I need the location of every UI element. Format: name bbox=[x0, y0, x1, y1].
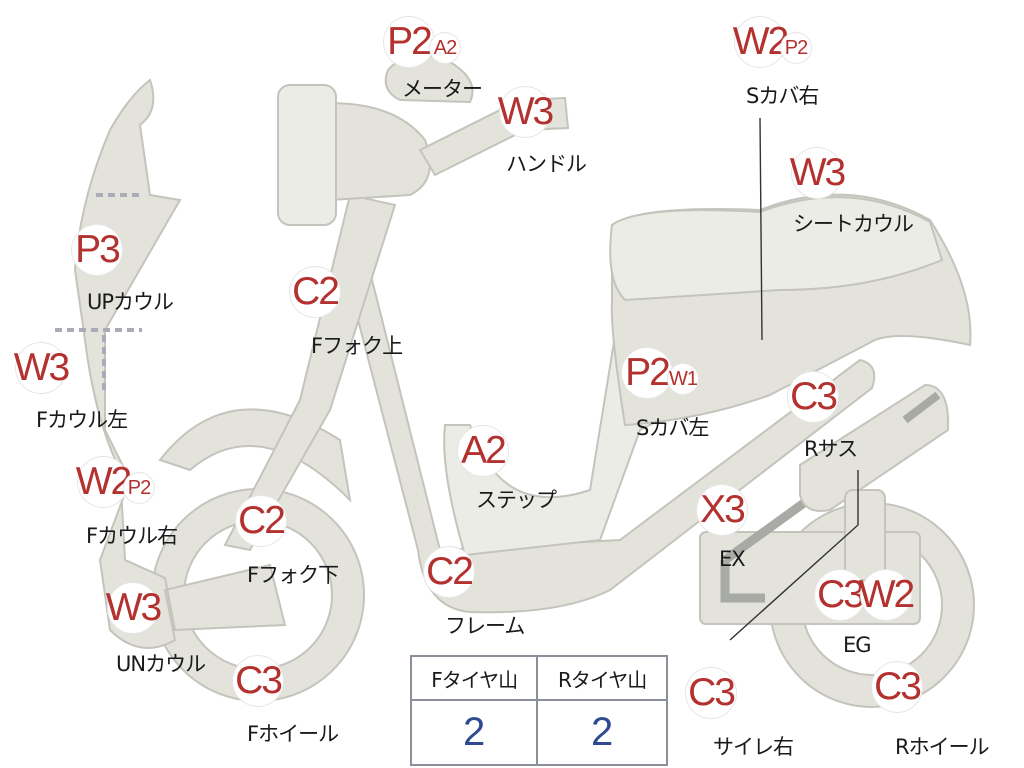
badge-r-wheel[interactable]: C3 bbox=[872, 662, 922, 712]
code-1: C2 bbox=[424, 547, 474, 597]
code-1: W3 bbox=[106, 583, 162, 633]
header-front-tire: Fタイヤ山 bbox=[409, 655, 539, 701]
code-1: W3 bbox=[498, 87, 554, 137]
code-1: W3 bbox=[790, 148, 846, 198]
badge-ex[interactable]: X3 bbox=[697, 485, 747, 535]
code-2: W2 bbox=[859, 570, 915, 620]
badge-step[interactable]: A2 bbox=[458, 426, 508, 476]
code-1: P2 bbox=[384, 17, 434, 67]
rear-grab-bar bbox=[902, 391, 941, 424]
front-fork-shape bbox=[223, 193, 397, 552]
code-2: P2 bbox=[124, 473, 154, 503]
label-r-wheel: Rホイール bbox=[895, 735, 990, 759]
leader-s-cover-r bbox=[759, 117, 763, 341]
seat-shape bbox=[609, 196, 944, 302]
label-eg: EG bbox=[843, 633, 872, 657]
label-un-cowl: UNカウル bbox=[116, 652, 206, 676]
code-1: C2 bbox=[290, 267, 340, 317]
value-rear-tire[interactable]: 2 bbox=[536, 699, 668, 766]
badge-s-cover-l[interactable]: P2 W1 bbox=[622, 348, 698, 398]
code-1: A2 bbox=[458, 426, 508, 476]
code-1: C3 bbox=[872, 662, 922, 712]
label-meter: メーター bbox=[402, 77, 483, 101]
code-1: W3 bbox=[14, 343, 70, 393]
table-header-row: Fタイヤ山 Rタイヤ山 bbox=[409, 655, 668, 701]
front-cowl-shape bbox=[73, 78, 287, 649]
badge-eg[interactable]: C3 W2 bbox=[815, 570, 915, 620]
header-rear-tire: Rタイヤ山 bbox=[536, 655, 668, 701]
badge-frame[interactable]: C2 bbox=[424, 547, 474, 597]
label-step: ステップ bbox=[476, 488, 557, 512]
badge-meter[interactable]: P2 A2 bbox=[384, 17, 460, 67]
label-f-wheel: Fホイール bbox=[247, 722, 339, 746]
badge-up-cowl[interactable]: P3 bbox=[72, 225, 122, 275]
badge-un-cowl[interactable]: W3 bbox=[106, 583, 162, 633]
table-value-row: 2 2 bbox=[409, 699, 668, 766]
label-r-sus: Rサス bbox=[804, 437, 858, 461]
label-silencer-r: サイレ右 bbox=[713, 735, 794, 759]
badge-f-cowl-l[interactable]: W3 bbox=[14, 343, 70, 393]
code-2: W1 bbox=[668, 364, 698, 394]
tire-tread-table: Fタイヤ山 Rタイヤ山 2 2 bbox=[409, 655, 668, 766]
exhaust-pipe-shape bbox=[720, 491, 818, 603]
label-f-cowl-l: Fカウル左 bbox=[36, 408, 128, 432]
label-up-cowl: UPカウル bbox=[87, 290, 174, 314]
label-seat-cowl: シートカウル bbox=[793, 212, 914, 236]
badge-handle[interactable]: W3 bbox=[498, 87, 554, 137]
badge-f-cowl-r[interactable]: W2 P2 bbox=[76, 457, 154, 507]
badge-s-cover-r[interactable]: W2 P2 bbox=[733, 17, 811, 67]
leader-r-sus bbox=[729, 470, 859, 641]
headlight-shape bbox=[277, 84, 337, 226]
code-2: A2 bbox=[430, 33, 460, 63]
value-front-tire[interactable]: 2 bbox=[409, 699, 539, 766]
label-frame: フレーム bbox=[445, 614, 525, 638]
code-1: X3 bbox=[697, 485, 747, 535]
code-1: C3 bbox=[815, 570, 865, 620]
badge-silencer-r[interactable]: C3 bbox=[686, 668, 736, 718]
code-1: P2 bbox=[622, 348, 672, 398]
badge-f-wheel[interactable]: C3 bbox=[233, 656, 283, 706]
rear-shock-shape bbox=[844, 489, 886, 581]
badge-seat-cowl[interactable]: W3 bbox=[790, 148, 846, 198]
code-1: C3 bbox=[686, 668, 736, 718]
code-1: C3 bbox=[233, 656, 283, 706]
label-s-cover-l: Sカバ左 bbox=[636, 416, 709, 440]
label-ex: EX bbox=[719, 547, 746, 571]
label-s-cover-r: Sカバ右 bbox=[746, 84, 819, 108]
badge-f-fork-low[interactable]: C2 bbox=[236, 496, 286, 546]
badge-f-fork-up[interactable]: C2 bbox=[290, 267, 340, 317]
code-1: C2 bbox=[236, 496, 286, 546]
code-2: P2 bbox=[781, 33, 811, 63]
code-1: W2 bbox=[76, 457, 132, 507]
code-1: P3 bbox=[72, 225, 122, 275]
label-f-fork-up: Fフォク上 bbox=[311, 334, 403, 358]
badge-r-sus[interactable]: C3 bbox=[788, 372, 838, 422]
code-1: W2 bbox=[733, 17, 789, 67]
label-f-fork-low: Fフォク下 bbox=[247, 563, 339, 587]
code-1: C3 bbox=[788, 372, 838, 422]
label-handle: ハンドル bbox=[506, 152, 587, 176]
label-f-cowl-r: Fカウル右 bbox=[86, 524, 178, 548]
